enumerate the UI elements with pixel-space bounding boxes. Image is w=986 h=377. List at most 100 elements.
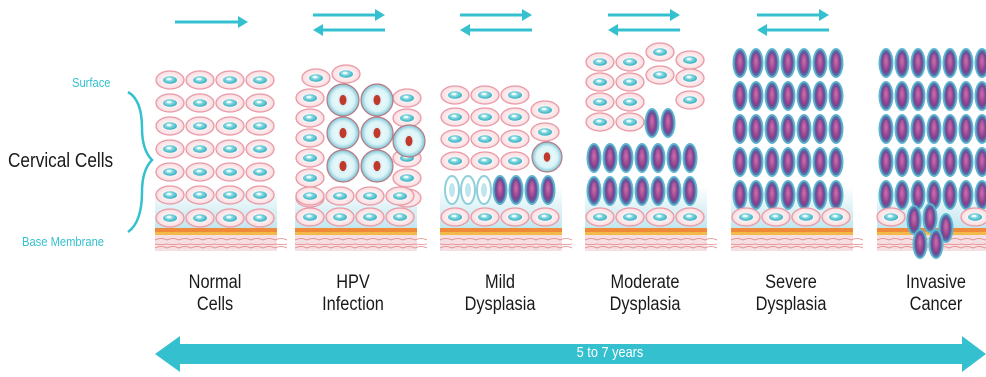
dysplastic-cell	[781, 180, 796, 210]
stage-label-line2: Dysplasia	[593, 294, 696, 316]
dysplastic-cell	[975, 48, 986, 78]
normal-cell	[246, 140, 274, 158]
normal-cell	[441, 208, 469, 226]
normal-cell	[616, 208, 644, 226]
normal-cell	[586, 53, 614, 71]
cervical-cells-brace	[128, 92, 152, 232]
normal-cell	[471, 208, 499, 226]
dysplastic-cell	[813, 114, 828, 144]
dysplastic-cell	[797, 114, 812, 144]
hpv-infected-cell	[393, 125, 425, 157]
dysplastic-cell	[619, 143, 634, 173]
normal-cell	[186, 94, 214, 112]
right-arrow-icon	[175, 16, 248, 28]
normal-cell	[216, 186, 244, 204]
normal-cell	[676, 51, 704, 69]
dysplastic-cell	[587, 143, 602, 173]
normal-cell	[326, 208, 354, 226]
dysplastic-cell	[683, 143, 698, 173]
stage-column-3	[585, 43, 717, 251]
dysplastic-cell	[797, 48, 812, 78]
dysplastic-cell	[959, 180, 974, 210]
normal-cell	[246, 186, 274, 204]
normal-cell	[296, 169, 324, 187]
normal-cell	[393, 89, 421, 107]
dysplastic-cell	[749, 81, 764, 111]
basement-membrane	[155, 228, 287, 251]
dysplastic-cell	[923, 203, 938, 233]
dysplastic-cell	[895, 81, 910, 111]
dysplastic-cell	[911, 48, 926, 78]
right-arrow-icon	[313, 9, 385, 21]
dysplastic-cell	[879, 48, 894, 78]
dysplastic-cell	[813, 81, 828, 111]
dysplastic-cell	[829, 147, 844, 177]
dysplastic-cell	[943, 48, 958, 78]
normal-cell	[441, 130, 469, 148]
normal-cell	[586, 208, 614, 226]
normal-cell	[156, 140, 184, 158]
dysplastic-cell	[733, 147, 748, 177]
dysplastic-cell	[959, 81, 974, 111]
basement-membrane	[585, 228, 717, 251]
dysplastic-cell	[797, 180, 812, 210]
left-arrow-icon	[460, 24, 532, 36]
dysplastic-cell	[619, 176, 634, 206]
normal-cell	[676, 91, 704, 109]
normal-cell	[441, 108, 469, 126]
surface-label: Surface	[72, 75, 111, 90]
normal-cell	[296, 149, 324, 167]
dysplastic-cell	[645, 108, 660, 138]
normal-cell	[616, 113, 644, 131]
normal-cell	[246, 71, 274, 89]
normal-cell	[646, 66, 674, 84]
stage-label-line2: Dysplasia	[739, 294, 842, 316]
hpv-infected-cell	[327, 117, 359, 149]
dysplastic-cell	[911, 147, 926, 177]
normal-cell	[156, 209, 184, 227]
normal-cell	[961, 208, 986, 226]
dysplastic-cell	[797, 147, 812, 177]
normal-cell	[386, 208, 414, 226]
normal-cell	[296, 129, 324, 147]
stage-column-2	[440, 86, 572, 251]
normal-cell	[646, 208, 674, 226]
normal-cell	[356, 208, 384, 226]
stage-label-normal: Normal Cells	[163, 272, 266, 316]
dysplastic-cell	[895, 114, 910, 144]
normal-cell	[186, 209, 214, 227]
dysplastic-cell	[975, 81, 986, 111]
normal-cell	[302, 69, 330, 87]
dysplastic-cell	[797, 81, 812, 111]
basement-membrane	[295, 228, 427, 251]
stage-label-line1: Mild	[448, 272, 551, 294]
dysplastic-cell	[765, 81, 780, 111]
left-arrow-icon	[313, 24, 385, 36]
hpv-infected-cell	[361, 150, 393, 182]
normal-cell	[393, 169, 421, 187]
hpv-infected-cell	[327, 150, 359, 182]
normal-cell	[441, 152, 469, 170]
dysplastic-cell	[749, 48, 764, 78]
normal-cell	[296, 89, 324, 107]
normal-cell	[471, 130, 499, 148]
normal-cell	[186, 186, 214, 204]
normal-cell	[822, 208, 850, 226]
normal-cell	[156, 186, 184, 204]
dysplastic-cell	[651, 143, 666, 173]
dysplastic-cell	[911, 81, 926, 111]
normal-cell	[762, 208, 790, 226]
dysplastic-cell	[509, 175, 524, 205]
dysplastic-cell	[765, 48, 780, 78]
stage-column-4	[731, 48, 863, 251]
dysplastic-cell	[587, 176, 602, 206]
dysplastic-cell	[603, 143, 618, 173]
dysplastic-cell	[781, 81, 796, 111]
normal-cell	[186, 163, 214, 181]
dysplastic-cell	[813, 147, 828, 177]
dysplastic-cell	[813, 48, 828, 78]
normal-cell	[441, 86, 469, 104]
dysplastic-cell	[829, 48, 844, 78]
dysplastic-cell	[959, 114, 974, 144]
